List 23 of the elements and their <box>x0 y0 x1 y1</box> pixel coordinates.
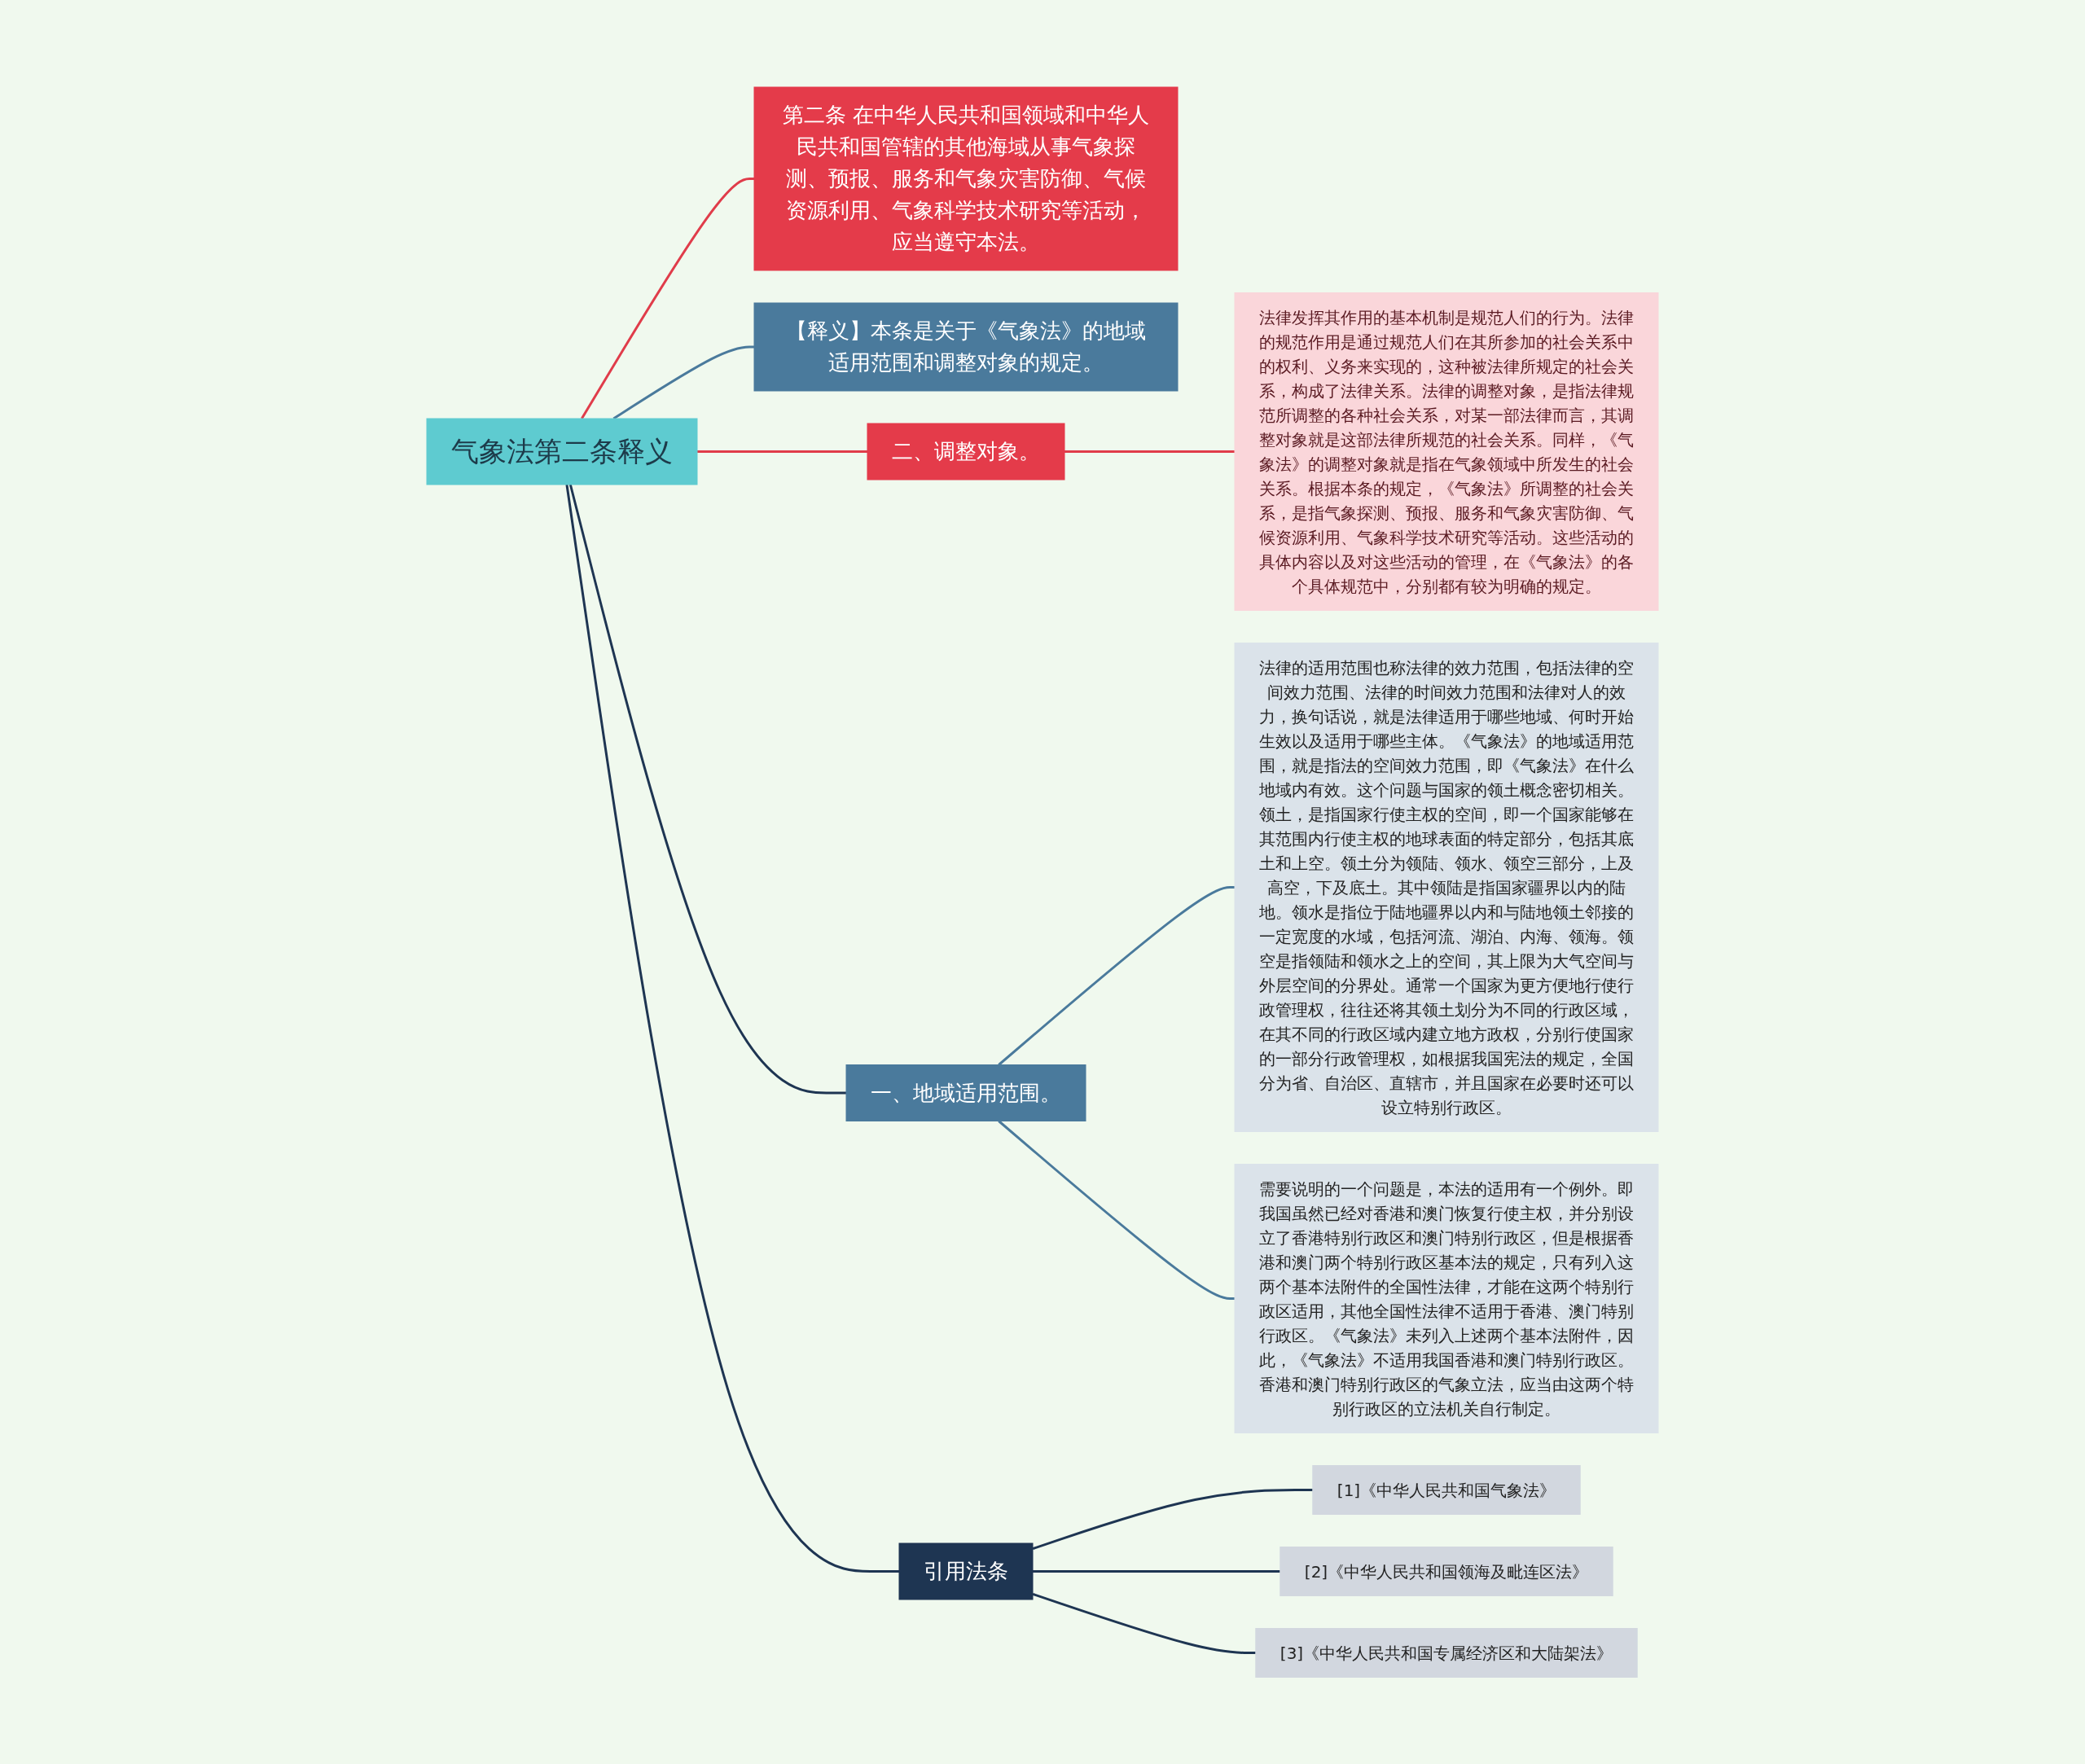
node-box: 法律的适用范围也称法律的效力范围，包括法律的空间效力范围、法律的时间效力范围和法律对人的效力，换句话说，就是法律适用于哪些地域、何时开始生效以及适用于哪些主体。《气象法》的地域适用范围，就是指法的空间效力范围，即《气象法》在什么地域内有效。这个问题与国家的领土概念密切相关。领土，是指国家行使主权的空间，即一个国家能够在其范围内行使主权的地球表面的特定部分，包括其底土和上空。领土分为领陆、领水、领空三部分，上及高空，下及底土。其中领陆是指国家疆界以内的陆地。领水是指位于陆地疆界以内和与陆地领土邻接的一定宽度的水域，包括河流、湖泊、内海、领海。领空是指领陆和领水之上的空间，其上限为大气空间与外层空间的分界处。通常一个国家为更方便地行使行政管理权，往往还将其领土划分为不同的行政区域，在其不同的行政区域内建立地方政权，分别行使国家的一部分行政管理权，如根据我国宪法的规定，全国分为省、自治区、直辖市，并且国家在必要时还可以设立特别行政区。 <box>1234 642 1659 1132</box>
connector <box>697 450 867 453</box>
node-box: 第二条 在中华人民共和国领域和中华人民共和国管辖的其他海域从事气象探测、预报、服务和气象灾害防御、气候资源利用、气象科学技术研究等活动，应当遵守本法。 <box>753 86 1179 271</box>
connector <box>998 1120 1235 1300</box>
connector <box>581 177 754 419</box>
connector <box>1033 1569 1280 1573</box>
node-box: 法律发挥其作用的基本机制是规范人们的行为。法律的规范作用是通过规范人们在其所参加的社会关系中的权利、义务来实现的，这种被法律所规定的社会关系，构成了法律关系。法律的调整对象，是指法律规范所调整的各种社会关系，对某一部法律而言，其调整对象就是这部法律所规范的社会关系。同样，《气象法》的调整对象就是指在气象领域中所发生的社会关系。根据本条的规定，《气象法》所调整的社会关系，是指气象探测、预报、服务和气象灾害防御、气候资源利用、气象科学技术研究等活动。这些活动的具体内容以及对这些活动的管理，在《气象法》的各个具体规范中，分别都有较为明确的规定。 <box>1234 292 1659 611</box>
node-box: 引用法条 <box>898 1542 1034 1600</box>
node-box: 一、地域适用范围。 <box>845 1064 1086 1121</box>
connector <box>998 885 1235 1066</box>
node-box: [1]《中华人民共和国气象法》 <box>1312 1464 1581 1515</box>
node-box: 【释义】本条是关于《气象法》的地域适用范围和调整对象的规定。 <box>753 302 1179 392</box>
node-box: 二、调整对象。 <box>867 423 1065 480</box>
connector <box>1064 450 1235 453</box>
node-box: [3]《中华人民共和国专属经济区和大陆架法》 <box>1255 1627 1638 1678</box>
connector <box>1032 1488 1313 1550</box>
node-box: 气象法第二条释义 <box>426 418 698 485</box>
connector <box>565 484 899 1573</box>
node-box: [2]《中华人民共和国领海及毗连区法》 <box>1280 1546 1613 1596</box>
connector <box>612 345 754 419</box>
connector <box>568 484 846 1095</box>
node-box: 需要说明的一个问题是，本法的适用有一个例外。即我国虽然已经对香港和澳门恢复行使主权，并分别设立了香港特别行政区和澳门特别行政区，但是根据香港和澳门两个特别行政区基本法的规定，只有列入这两个基本法附件的全国性法律，才能在这两个特别行政区适用，其他全国性法律不适用于香港、澳门特别行政区。《气象法》未列入上述两个基本法附件，因此，《气象法》不适用我国香港和澳门特别行政区。香港和澳门特别行政区的气象立法，应当由这两个特别行政区的立法机关自行制定。 <box>1234 1163 1659 1433</box>
connector <box>1032 1592 1256 1654</box>
